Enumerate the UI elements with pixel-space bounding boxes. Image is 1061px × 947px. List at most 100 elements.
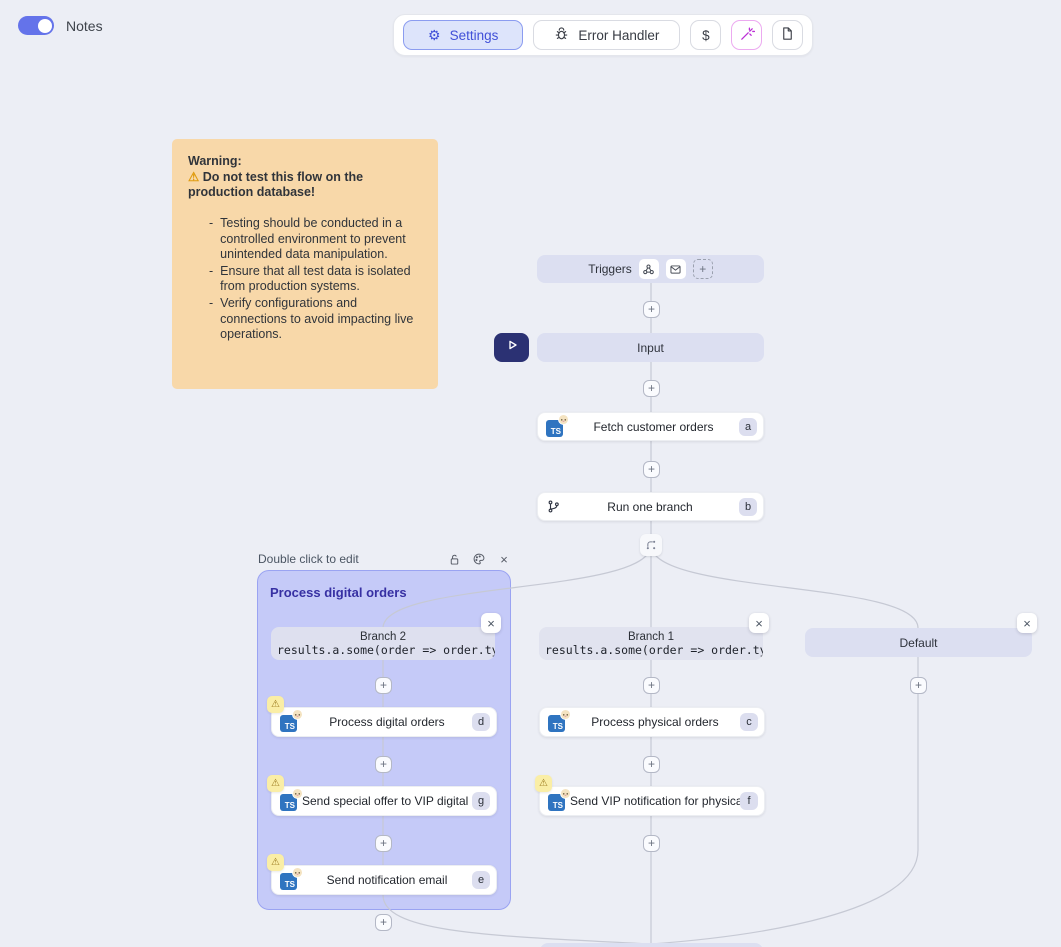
document-button[interactable] xyxy=(772,20,804,50)
toggle-knob xyxy=(37,18,52,33)
note-bullet: -Verify configurations and connections t… xyxy=(209,296,414,342)
step-send-vip-notification[interactable]: TS Send VIP notification for physical...… xyxy=(539,786,765,816)
notes-control: Notes xyxy=(18,16,103,35)
warning-note[interactable]: Warning: ⚠ Do not test this flow on the … xyxy=(172,139,438,389)
branch-split-icon xyxy=(640,534,662,556)
bun-runtime-icon xyxy=(560,709,571,720)
step-id-badge: f xyxy=(740,792,758,810)
warning-badge: ⚠ xyxy=(535,775,552,792)
add-step-button[interactable]: + xyxy=(643,677,660,694)
step-label: Fetch customer orders xyxy=(593,419,714,434)
bun-runtime-icon xyxy=(292,709,303,720)
bug-icon xyxy=(554,26,569,44)
note-bullet: -Testing should be conducted in a contro… xyxy=(209,215,406,262)
add-step-button[interactable]: + xyxy=(375,835,392,852)
step-process-digital-orders[interactable]: TS Process digital orders d xyxy=(271,707,497,737)
group-close-icon[interactable]: × xyxy=(500,551,508,567)
step-id-badge: g xyxy=(472,792,490,810)
warning-badge: ⚠ xyxy=(267,775,284,792)
delete-branch-button[interactable]: × xyxy=(481,613,501,633)
triggers-label: Triggers xyxy=(588,262,632,276)
notes-label: Notes xyxy=(66,17,103,34)
play-icon xyxy=(504,337,520,358)
group-title: Process digital orders xyxy=(270,585,407,600)
error-handler-button[interactable]: Error Handler xyxy=(533,20,681,50)
input-node[interactable]: Input xyxy=(537,333,764,362)
bun-runtime-icon xyxy=(292,788,303,799)
branch-label: Branch 2 xyxy=(359,630,407,643)
error-handler-label: Error Handler xyxy=(578,27,660,43)
warning-icon: ⚠ xyxy=(188,169,200,184)
step-run-one-branch[interactable]: Run one branch b xyxy=(537,492,764,521)
branch-expression: results.a.some(order => order.type xyxy=(545,642,763,657)
group-edit-hint: Double click to edit xyxy=(258,552,359,566)
webhook-icon[interactable] xyxy=(638,259,659,279)
typescript-icon: TS xyxy=(548,709,571,732)
warning-badge: ⚠ xyxy=(267,696,284,713)
branch-expression: results.a.some(order => order.type xyxy=(277,642,495,657)
lock-open-icon[interactable] xyxy=(446,551,462,567)
branch2-node[interactable]: Branch 2 results.a.some(order => order.t… xyxy=(271,627,495,660)
note-alert: ⚠ Do not test this flow on the productio… xyxy=(188,169,364,200)
settings-button[interactable]: ⚙ Settings xyxy=(403,20,524,50)
branch-label: Branch 1 xyxy=(627,630,675,643)
mail-trigger-icon[interactable] xyxy=(665,259,686,279)
step-id-badge: b xyxy=(739,497,757,516)
note-bullet: -Ensure that all test data is isolated f… xyxy=(209,263,411,294)
step-label: Send special offer to VIP digital c... xyxy=(302,794,472,808)
add-step-button[interactable]: + xyxy=(643,380,660,397)
add-trigger-button[interactable]: + xyxy=(692,259,713,279)
warning-badge: ⚠ xyxy=(267,854,284,871)
step-process-physical-orders[interactable]: TS Process physical orders c xyxy=(539,707,765,737)
gear-icon: ⚙ xyxy=(428,27,441,43)
note-bullet-list: -Testing should be conducted in a contro… xyxy=(188,216,422,343)
notes-toggle[interactable] xyxy=(18,16,54,35)
branch1-node[interactable]: Branch 1 results.a.some(order => order.t… xyxy=(539,627,763,660)
add-step-button[interactable]: + xyxy=(375,677,392,694)
step-fetch-customer-orders[interactable]: TS Fetch customer orders a xyxy=(537,412,764,441)
document-icon xyxy=(780,26,795,44)
step-label: Send notification email xyxy=(326,873,448,887)
triggers-node[interactable]: Triggers + xyxy=(537,255,764,283)
step-id-badge: d xyxy=(472,713,490,731)
bun-runtime-icon xyxy=(558,413,569,425)
palette-icon[interactable] xyxy=(471,551,487,567)
typescript-icon: TS xyxy=(546,413,569,437)
step-id-badge: c xyxy=(740,713,758,731)
step-label: Run one branch xyxy=(607,499,693,514)
bun-runtime-icon xyxy=(560,788,571,799)
flow-toolbar: ⚙ Settings Error Handler $ xyxy=(393,14,814,56)
add-step-button[interactable]: + xyxy=(375,756,392,773)
magic-wand-icon xyxy=(739,26,756,45)
delete-branch-button[interactable]: × xyxy=(1017,613,1037,633)
delete-branch-button[interactable]: × xyxy=(749,613,769,633)
step-send-special-offer[interactable]: TS Send special offer to VIP digital c..… xyxy=(271,786,497,816)
ai-wand-button[interactable] xyxy=(731,20,763,50)
step-label: Process digital orders xyxy=(329,715,445,729)
step-send-notification-email[interactable]: TS Send notification email e xyxy=(271,865,497,895)
add-step-button[interactable]: + xyxy=(643,461,660,478)
add-step-button[interactable]: + xyxy=(643,301,660,318)
branch-label: Default xyxy=(899,635,938,650)
add-step-button[interactable]: + xyxy=(643,756,660,773)
git-branch-icon xyxy=(546,499,561,514)
typescript-icon: TS xyxy=(548,788,571,811)
add-step-button[interactable]: + xyxy=(910,677,927,694)
typescript-icon: TS xyxy=(280,788,303,811)
note-title: Warning: xyxy=(188,154,242,168)
branch-group-process-digital-orders[interactable] xyxy=(257,570,511,910)
step-label: Send VIP notification for physical... xyxy=(570,794,740,808)
step-id-badge: a xyxy=(739,417,757,436)
bun-runtime-icon xyxy=(292,867,303,878)
dollar-label: $ xyxy=(702,27,710,43)
default-branch-node[interactable]: Default xyxy=(805,628,1032,657)
input-label: Input xyxy=(637,340,664,355)
dollar-button[interactable]: $ xyxy=(690,20,722,50)
typescript-icon: TS xyxy=(280,709,303,732)
add-step-button[interactable]: + xyxy=(375,914,392,931)
merge-node-partial[interactable] xyxy=(540,943,763,947)
test-flow-play-button[interactable] xyxy=(494,333,529,362)
add-step-button[interactable]: + xyxy=(643,835,660,852)
